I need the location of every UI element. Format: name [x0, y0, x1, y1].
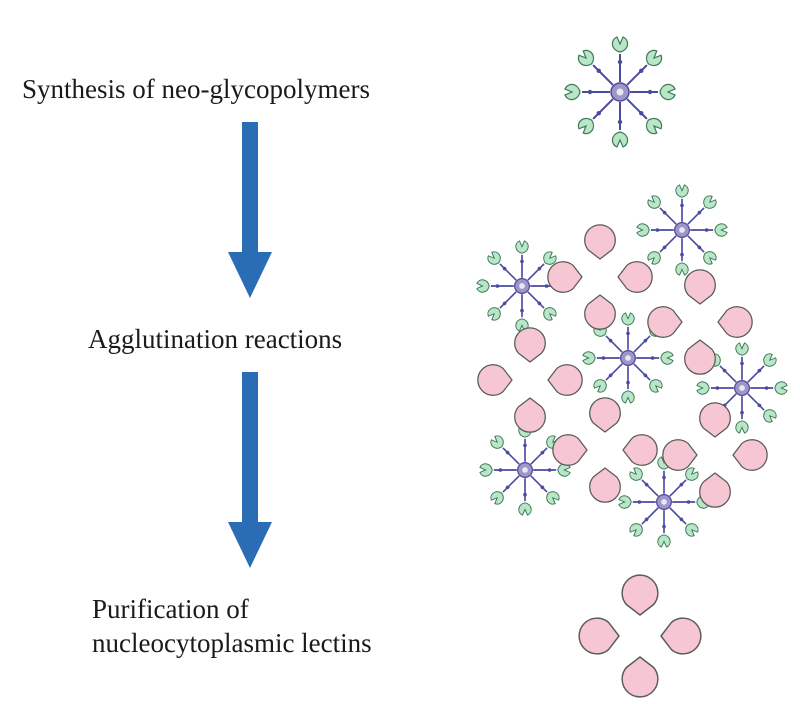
step-label-line: Purification of — [92, 594, 249, 624]
lectin-icon — [552, 397, 658, 503]
glycopolymer-icon — [476, 240, 568, 332]
glycopolymer-icon — [564, 36, 676, 148]
lectin-icon — [578, 574, 702, 698]
glycopolymer-icon — [582, 312, 674, 404]
step-synthesis-label: Synthesis of neo-glycopolymers — [22, 72, 370, 106]
step-agglutination-label: Agglutination reactions — [88, 322, 342, 356]
glycopolymer-icon — [479, 424, 571, 516]
glycopolymer-icon — [618, 456, 710, 548]
lectin-icon — [662, 402, 768, 508]
glycopolymer-icon — [696, 342, 788, 434]
step-label-line: Synthesis of neo-glycopolymers — [22, 74, 370, 104]
step-purification-label: Purification of nucleocytoplasmic lectin… — [92, 592, 372, 660]
lectin-icon — [547, 224, 653, 330]
lectin-icon — [477, 327, 583, 433]
step-label-line: Agglutination reactions — [88, 324, 343, 354]
down-arrow-icon — [228, 372, 272, 568]
glycopolymer-icon — [636, 184, 728, 276]
step-label-line: nucleocytoplasmic lectins — [92, 628, 372, 658]
lectin-icon — [647, 269, 753, 375]
down-arrow-icon — [228, 122, 272, 298]
